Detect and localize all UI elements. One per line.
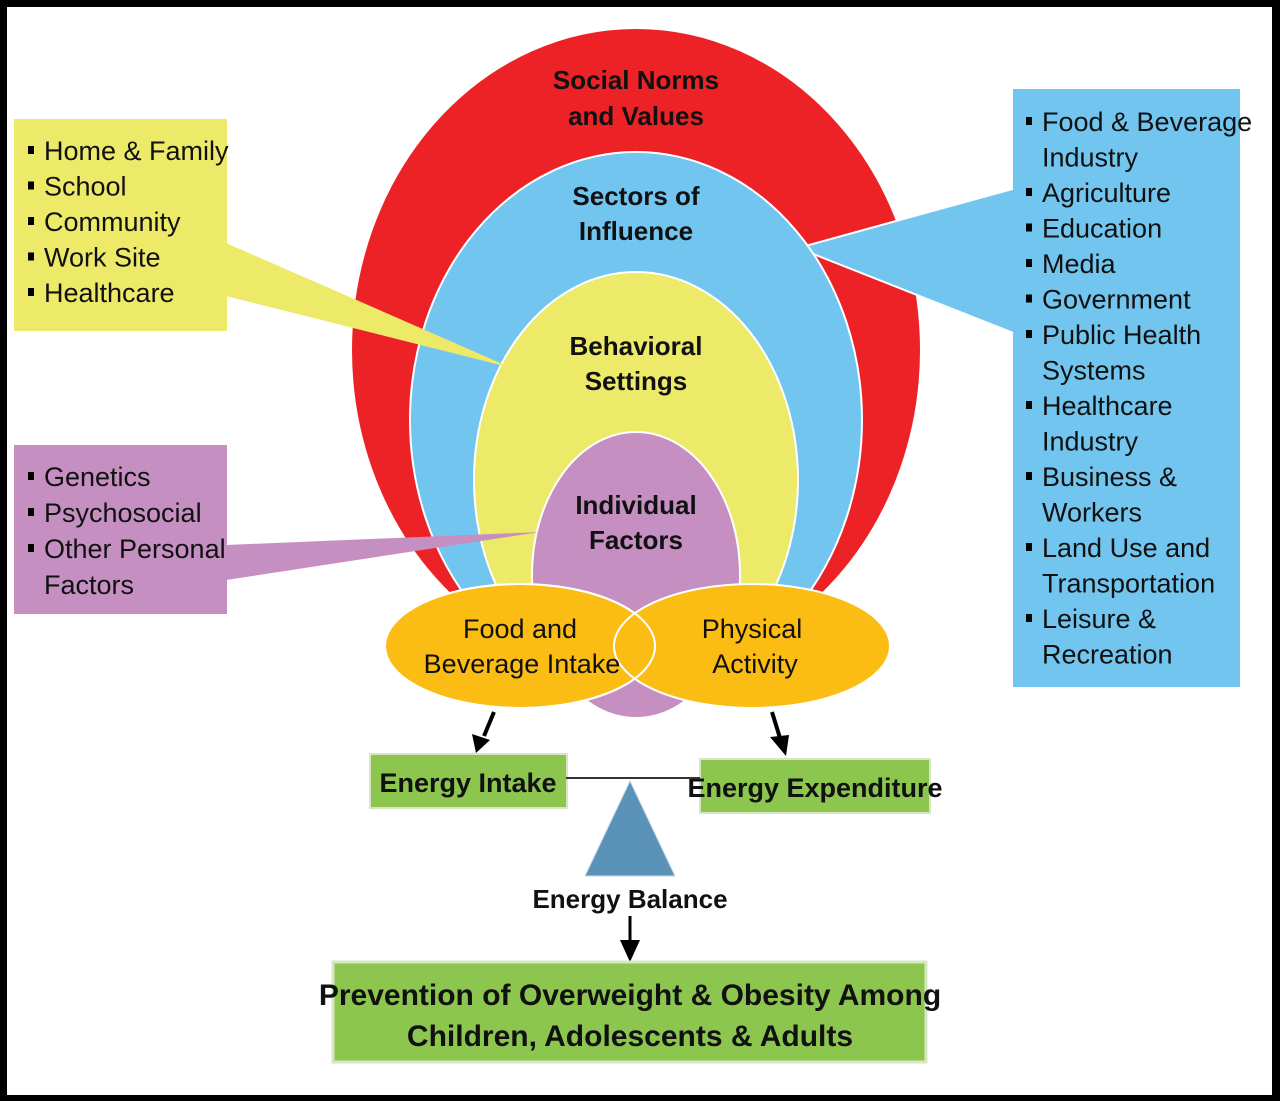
settings-item: School: [44, 172, 127, 202]
energy-expenditure-box: [699, 758, 931, 814]
sectors-list: Food & BeverageIndustryAgricultureEducat…: [1026, 107, 1252, 670]
individual-bullet-icon: [28, 544, 34, 552]
oval-physical-activity: [613, 583, 891, 709]
sectors-bullet-icon: [1026, 117, 1032, 125]
sectors-item: Industry: [1042, 427, 1139, 457]
sectors-bullet-icon: [1026, 188, 1032, 196]
sectors-item: Food & Beverage: [1042, 107, 1252, 137]
settings-item: Healthcare: [44, 278, 175, 308]
energy-expenditure-label: Energy Expenditure: [687, 773, 942, 803]
sectors-item: Transportation: [1042, 569, 1215, 599]
sectors-item: Healthcare: [1042, 391, 1173, 421]
individual-bullet-icon: [28, 472, 34, 480]
sectors-item: Leisure &: [1042, 604, 1156, 634]
sectors-item: Business &: [1042, 462, 1177, 492]
sectors-item: Recreation: [1042, 640, 1173, 670]
outcome-label-1: Prevention of Overweight & Obesity Among: [319, 979, 941, 1012]
sectors-item: Public Health: [1042, 320, 1201, 350]
sectors-bullet-icon: [1026, 614, 1032, 622]
settings-item: Community: [44, 207, 181, 237]
label-food-2: Beverage Intake: [424, 649, 621, 679]
individual-callout-pointer: [226, 532, 540, 580]
sectors-item: Industry: [1042, 143, 1139, 173]
label-sectors-1: Sectors of: [572, 181, 699, 211]
label-settings-1: Behavioral: [570, 331, 703, 361]
label-sectors-2: Influence: [579, 216, 693, 246]
outcome-label-2: Children, Adolescents & Adults: [407, 1020, 853, 1053]
arrowhead-balance-to-outcome: [620, 940, 640, 962]
settings-box: [14, 119, 227, 331]
sectors-bullet-icon: [1026, 330, 1032, 338]
arrow-activity-to-expenditure: [770, 711, 782, 739]
individual-item: Factors: [44, 570, 134, 600]
settings-bullet-icon: [28, 217, 34, 225]
sectors-item: Workers: [1042, 498, 1142, 528]
settings-bullet-icon: [28, 252, 34, 261]
individual-bullet-icon: [28, 508, 34, 516]
arrowhead-food-to-intake: [472, 734, 490, 753]
sectors-bullet-icon: [1026, 259, 1032, 267]
sectors-bullet-icon: [1026, 401, 1032, 409]
arrow-food-to-intake: [482, 711, 496, 737]
energy-balance-label: Energy Balance: [532, 884, 727, 914]
settings-item: Home & Family: [44, 136, 229, 166]
individual-item: Other Personal: [44, 534, 226, 564]
label-individual-1: Individual: [575, 490, 696, 520]
sectors-bullet-icon: [1026, 223, 1032, 232]
sectors-bullet-icon: [1026, 543, 1032, 551]
settings-bullet-icon: [28, 181, 34, 190]
label-settings-2: Settings: [585, 366, 688, 396]
sectors-item: Land Use and: [1042, 533, 1210, 563]
arrowhead-activity-to-expenditure: [770, 735, 789, 756]
settings-item: Work Site: [44, 243, 161, 273]
label-food-1: Food and: [463, 614, 577, 644]
outcome-box: [331, 960, 928, 1064]
sectors-bullet-icon: [1026, 472, 1032, 480]
sectors-bullet-icon: [1026, 294, 1032, 303]
individual-item: Psychosocial: [44, 498, 202, 528]
label-individual-2: Factors: [589, 525, 683, 555]
label-activity-2: Activity: [712, 649, 798, 679]
balance-fulcrum: [584, 779, 676, 877]
settings-bullet-icon: [28, 146, 34, 154]
sectors-item: Education: [1042, 214, 1162, 244]
sectors-item: Government: [1042, 285, 1191, 315]
label-activity-1: Physical: [702, 614, 803, 644]
individual-item: Genetics: [44, 462, 151, 492]
settings-callout-pointer: [226, 243, 512, 368]
oval-food-outline: [384, 583, 656, 709]
sectors-item: Systems: [1042, 356, 1146, 386]
individual-box: [14, 445, 227, 614]
settings-bullet-icon: [28, 288, 34, 296]
sectors-box: [1013, 89, 1240, 687]
sectors-item: Agriculture: [1042, 178, 1171, 208]
sectors-item: Media: [1042, 249, 1117, 279]
label-social-norms-1: Social Norms: [553, 65, 719, 95]
energy-intake-label: Energy Intake: [379, 768, 556, 798]
energy-intake-box: [369, 753, 568, 809]
label-social-norms-2: and Values: [568, 101, 704, 131]
